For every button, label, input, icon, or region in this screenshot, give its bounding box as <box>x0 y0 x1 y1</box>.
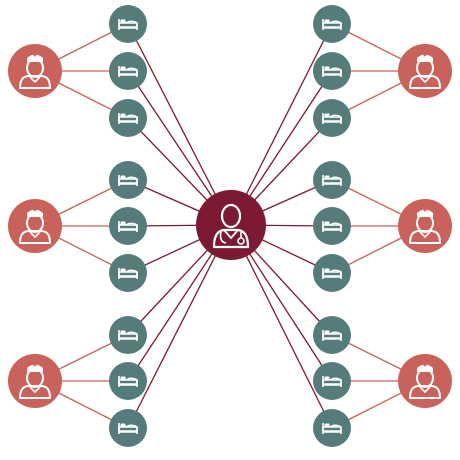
doctor <box>196 190 266 260</box>
bed-icon <box>118 376 138 387</box>
bed-icon <box>118 175 138 186</box>
nurse-middle-right <box>398 199 452 253</box>
nurse-icon <box>19 208 51 244</box>
bed-r3 <box>313 99 351 137</box>
bed-icon <box>322 113 342 124</box>
bed-l3 <box>109 99 147 137</box>
bed-icon <box>118 19 138 30</box>
nodes <box>8 5 452 447</box>
bed-r5 <box>313 207 351 245</box>
doctor-icon <box>212 203 250 249</box>
bed-icon <box>118 66 138 77</box>
nurse-icon <box>19 363 51 399</box>
bed-l7 <box>109 316 147 354</box>
bed-l1 <box>109 5 147 43</box>
nurse-icon <box>409 53 441 89</box>
bed-icon <box>322 175 342 186</box>
link-doctor-bed-l9 <box>127 224 232 429</box>
bed-r2 <box>313 52 351 90</box>
bed-l8 <box>109 362 147 400</box>
bed-r6 <box>313 254 351 292</box>
bed-l2 <box>109 52 147 90</box>
bed-icon <box>322 330 342 341</box>
bed-l4 <box>109 161 147 199</box>
bed-r1 <box>313 5 351 43</box>
bed-r8 <box>313 362 351 400</box>
bed-l5 <box>109 207 147 245</box>
bed-icon <box>322 66 342 77</box>
bed-icon <box>118 221 138 232</box>
bed-icon <box>322 221 342 232</box>
bed-icon <box>118 113 138 124</box>
bed-r9 <box>313 409 351 447</box>
bed-l9 <box>109 409 147 447</box>
link-doctor-bed-r9 <box>230 224 333 429</box>
nurse-top-left <box>8 44 62 98</box>
nurse-bottom-right <box>398 354 452 408</box>
bed-l6 <box>109 254 147 292</box>
nurse-icon <box>409 208 441 244</box>
nurse-middle-left <box>8 199 62 253</box>
nurse-bottom-left <box>8 354 62 408</box>
nurse-icon <box>409 363 441 399</box>
nurse-icon <box>19 53 51 89</box>
bed-icon <box>118 423 138 434</box>
nurse-top-right <box>398 44 452 98</box>
bed-icon <box>322 19 342 30</box>
link-doctor-bed-r1 <box>230 23 333 226</box>
bed-icon <box>322 376 342 387</box>
bed-icon <box>322 268 342 279</box>
bed-icon <box>118 268 138 279</box>
bed-icon <box>118 330 138 341</box>
bed-r7 <box>313 316 351 354</box>
bed-r4 <box>313 161 351 199</box>
link-doctor-bed-l1 <box>127 23 232 226</box>
bed-icon <box>322 423 342 434</box>
